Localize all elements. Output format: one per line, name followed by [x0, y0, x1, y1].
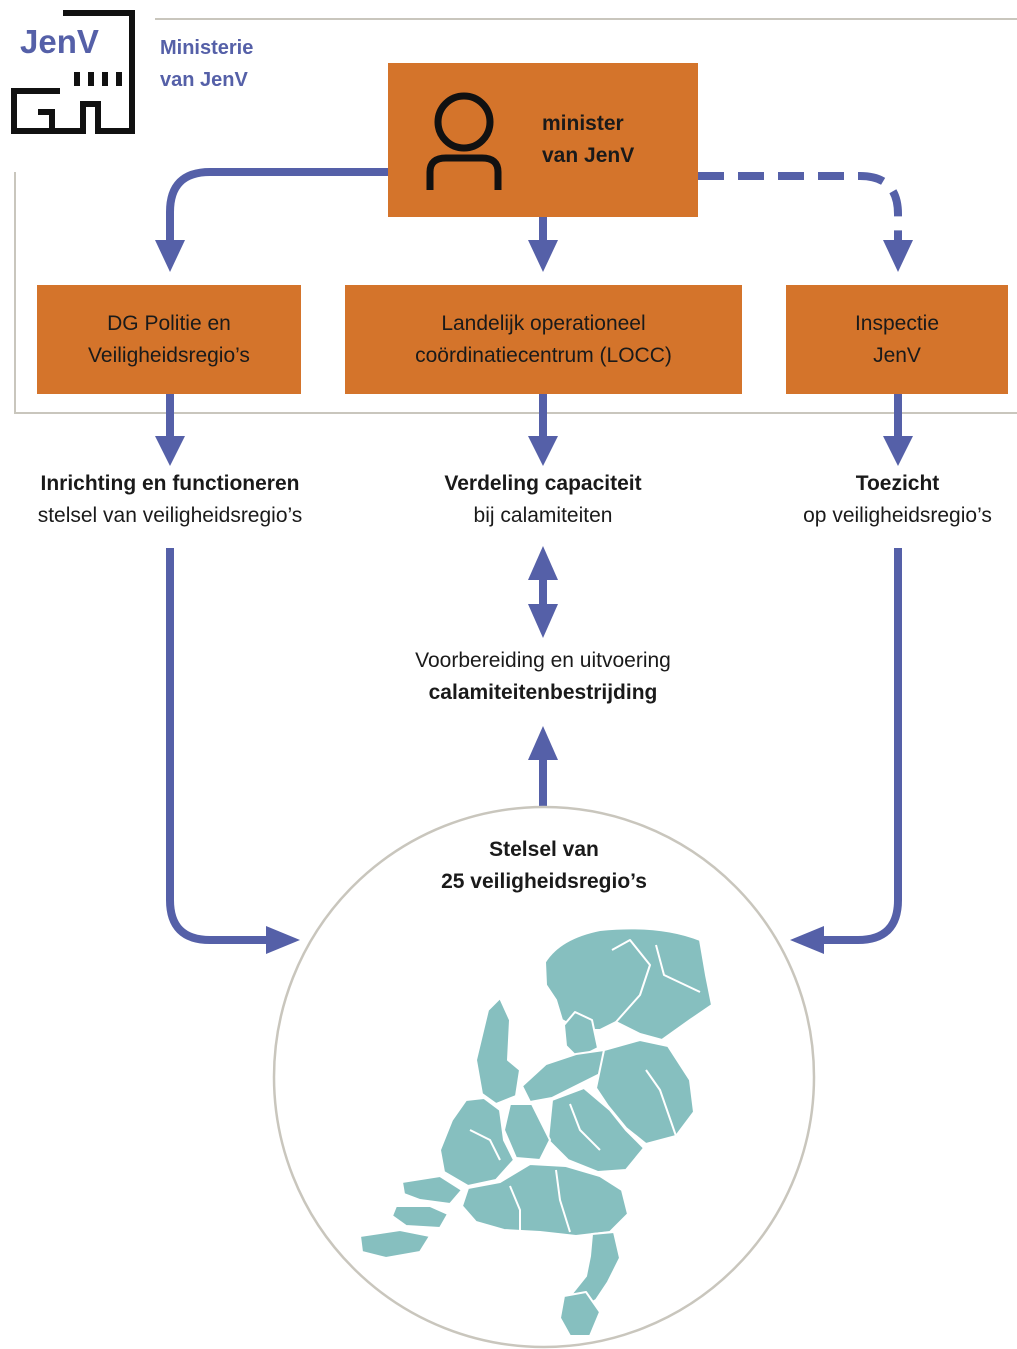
role-dg-normal: stelsel van veiligheidsregio’s: [37, 504, 303, 527]
role-locc: Verdeling capaciteit bij calamiteiten: [383, 468, 703, 532]
box-inspectie: Inspectie JenV: [786, 285, 1008, 394]
connector-left: [166, 548, 268, 944]
system-line2: 25 veiligheidsregio’s: [441, 870, 647, 893]
box-dg-line2: Veiligheidsregio’s: [88, 343, 250, 367]
box-dg-line1: DG Politie en: [107, 311, 231, 335]
arrow-minister-to-dg: [166, 168, 388, 243]
role-inspectie-bold: Toezicht: [855, 472, 940, 495]
frame-top-line: [155, 18, 1017, 20]
frame-bottom-line: [14, 412, 1017, 414]
box-dg-politie: DG Politie en Veiligheidsregio’s: [37, 285, 301, 394]
role-inspectie: Toezicht op veiligheidsregio’s: [778, 468, 1017, 532]
minister-box: minister van JenV: [388, 63, 698, 217]
preparation-label: Voorbereiding en uitvoering calamiteiten…: [343, 645, 743, 709]
netherlands-map: [359, 927, 713, 1337]
logo-text: JenV: [20, 23, 99, 60]
box-inspectie-line1: Inspectie: [854, 311, 940, 335]
person-icon: [426, 92, 502, 190]
arrow-minister-to-inspectie: [698, 172, 902, 243]
minister-title: minister van JenV: [542, 108, 634, 172]
role-locc-normal: bij calamiteiten: [473, 504, 613, 527]
ministry-name: Ministerie van JenV: [160, 32, 253, 96]
ministry-logo: JenV: [8, 8, 136, 136]
building-icon: [11, 10, 135, 134]
box-locc-line1: Landelijk operationeel: [441, 311, 646, 335]
role-dg-bold: Inrichting en functioneren: [40, 472, 300, 495]
preparation-normal: Voorbereiding en uitvoering: [415, 649, 671, 672]
box-locc: Landelijk operationeel coördinatiecentru…: [345, 285, 742, 394]
connector-right: [822, 548, 902, 944]
role-dg: Inrichting en functioneren stelsel van v…: [0, 468, 340, 532]
role-locc-bold: Verdeling capaciteit: [444, 472, 642, 495]
ministry-name-line2: van JenV: [160, 69, 248, 91]
ministry-name-line1: Ministerie: [160, 37, 254, 59]
box-locc-line2: coördinatiecentrum (LOCC): [415, 343, 672, 367]
system-line1: Stelsel van: [489, 838, 599, 861]
box-inspectie-line2: JenV: [873, 343, 921, 367]
system-label: Stelsel van 25 veiligheidsregio’s: [394, 834, 694, 898]
frame-left-line: [14, 172, 16, 414]
role-inspectie-normal: op veiligheidsregio’s: [803, 504, 992, 527]
minister-line2: van JenV: [542, 144, 635, 167]
preparation-bold: calamiteitenbestrijding: [428, 681, 658, 704]
minister-line1: minister: [542, 112, 624, 135]
